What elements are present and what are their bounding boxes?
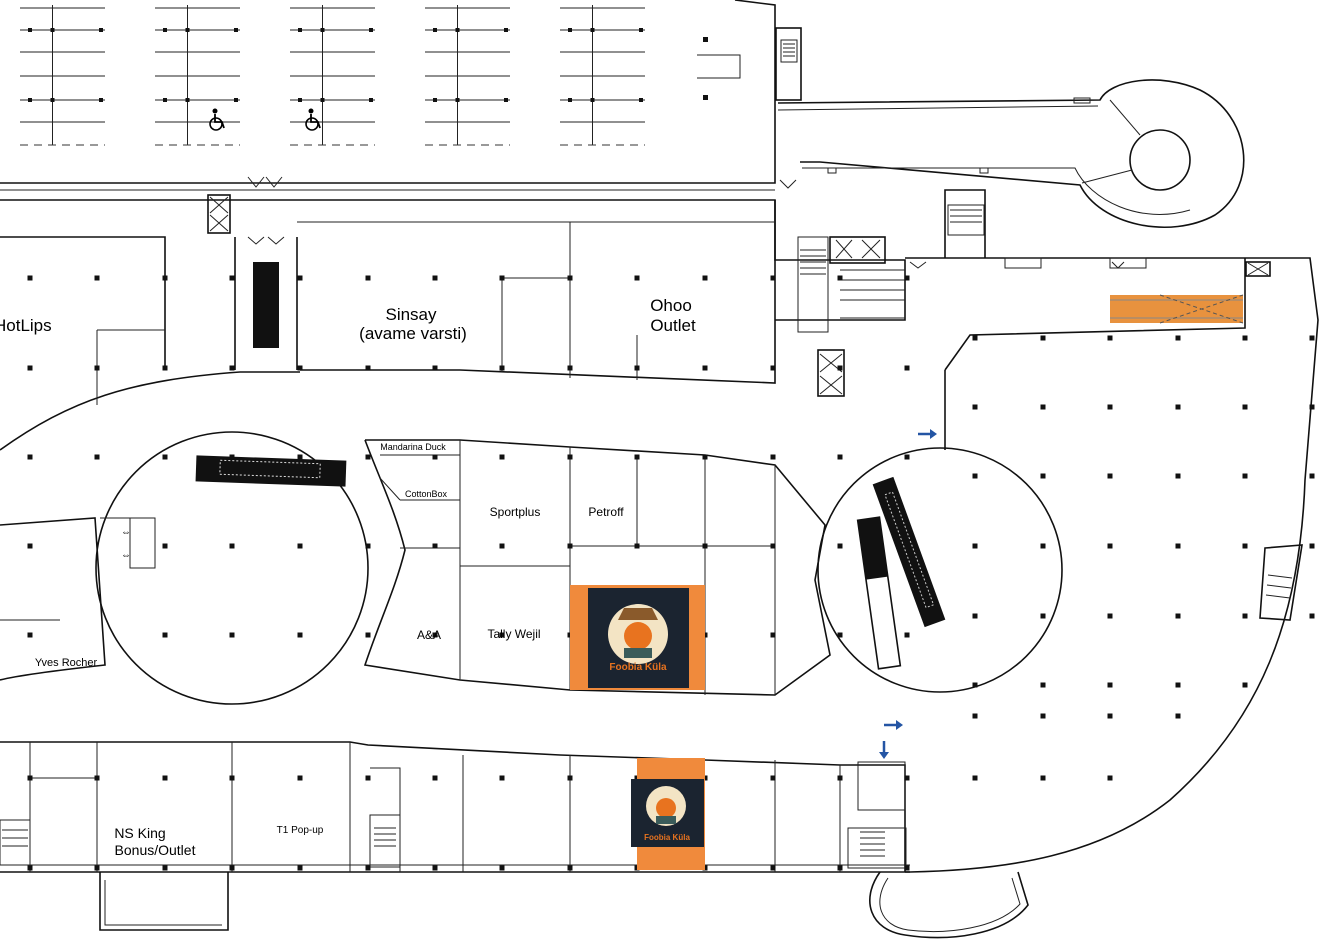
- stairs-icon: [0, 204, 1303, 869]
- atrium-right: [817, 447, 1063, 693]
- store-label-tally-wejil[interactable]: Tally Wejil: [487, 627, 540, 641]
- escalator-icon: [195, 262, 347, 487]
- escalator-icon: [1110, 294, 1244, 324]
- store-label-hotlips[interactable]: HotLips: [0, 316, 52, 335]
- atrium-left: ⇔ ⇔: [95, 431, 369, 705]
- svg-text:⇔: ⇔: [121, 527, 131, 538]
- mall-walls: [0, 189, 1319, 931]
- store-label-ohoo-outlet: Outlet: [650, 316, 696, 335]
- store-label-sinsay[interactable]: Sinsay: [385, 305, 437, 324]
- elevator-icon: [207, 194, 1271, 397]
- store-label-ohoo[interactable]: Ohoo: [650, 296, 692, 315]
- svg-text:⇔: ⇔: [121, 550, 131, 561]
- store-label-sinsay-note: (avame varsti): [359, 324, 467, 343]
- wheelchair-icon: [209, 108, 225, 131]
- store-label-mandarina-duck[interactable]: Mandarina Duck: [380, 442, 446, 452]
- foobia-logo-text: Foobia Küla: [644, 833, 690, 842]
- escalator-icon: [856, 476, 946, 670]
- foobia-kula-store-lower[interactable]: Foobia Küla: [631, 758, 705, 870]
- foobia-kula-store-main[interactable]: Foobia Küla: [570, 585, 705, 690]
- store-walls: [0, 221, 906, 872]
- wheelchair-icon: [305, 108, 321, 131]
- door-markers: [247, 176, 1147, 269]
- stairs-icon: [775, 27, 802, 101]
- store-label-t1-popup[interactable]: T1 Pop-up: [277, 825, 324, 836]
- store-label-aa[interactable]: A&A: [417, 628, 441, 642]
- store-label-sportplus[interactable]: Sportplus: [490, 505, 541, 519]
- parking-area: [0, 0, 776, 191]
- direction-arrow-icon: [879, 429, 937, 759]
- corridor: [0, 371, 300, 681]
- store-label-petroff[interactable]: Petroff: [588, 505, 624, 519]
- store-labels: HotLips Sinsay (avame varsti) Ohoo Outle…: [0, 296, 696, 858]
- store-label-yves-rocher[interactable]: Yves Rocher: [35, 657, 98, 669]
- store-label-cottonbox[interactable]: CottonBox: [405, 489, 448, 499]
- car-ramp: [777, 79, 1245, 228]
- entrance-canopy: [869, 871, 1029, 939]
- store-label-ns-king-bonus: Bonus/Outlet: [115, 842, 196, 858]
- foobia-logo-text: Foobia Küla: [609, 662, 667, 673]
- pillars: [27, 275, 1315, 871]
- store-label-ns-king[interactable]: NS King: [114, 825, 165, 841]
